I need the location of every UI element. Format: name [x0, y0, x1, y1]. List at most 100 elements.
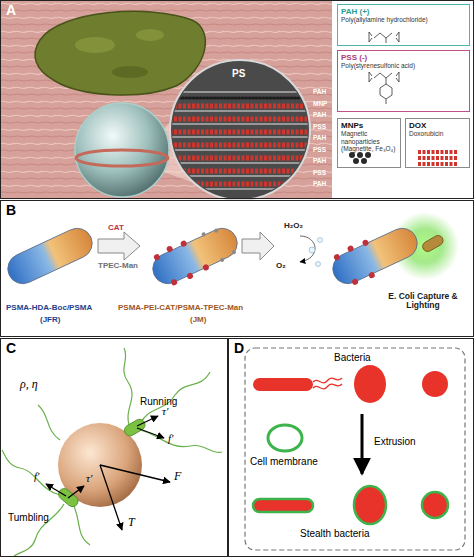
panel-a-art — [76, 150, 168, 166]
panel-b-art — [220, 257, 225, 262]
panel-c-art — [100, 465, 122, 530]
layer-label: PAH — [313, 88, 326, 95]
panel-a-art — [374, 73, 392, 78]
panel-c-art — [140, 372, 210, 424]
material-label: (JM) — [190, 316, 206, 325]
panel-a-art — [165, 169, 315, 174]
layer-label: PAH — [313, 180, 326, 187]
panel-a-art — [35, 11, 205, 95]
reagent-label: CAT — [108, 224, 124, 233]
layer-label: PSS — [313, 146, 326, 153]
panel-d-art — [313, 384, 342, 389]
panel-b-art — [3, 223, 97, 288]
panel-b-art — [300, 236, 315, 262]
panel-b-art — [351, 278, 359, 286]
panel-b-art — [368, 271, 376, 279]
panel-b-art — [152, 234, 210, 289]
panel-d-art — [422, 492, 448, 518]
panel-a-art — [165, 175, 315, 176]
panel-a-art — [365, 152, 371, 158]
legend-description: Magnetic nanoparticles (Magnetite, Fe₃O₄… — [341, 130, 397, 152]
panel-c-art — [137, 416, 158, 426]
panel-b-art — [362, 239, 370, 247]
reagent-label: TPEC-Man — [98, 262, 138, 271]
panel-a-art — [0, 0, 458, 200]
panel-a-art — [165, 156, 315, 161]
panel-b-art — [98, 232, 140, 260]
layer-label: PAH — [313, 134, 326, 141]
panel-a-art — [369, 72, 399, 104]
panel-b-art — [326, 219, 424, 292]
panel-a-art — [386, 38, 387, 43]
panel-b-art — [214, 228, 219, 233]
mode-label: Running — [140, 396, 177, 407]
panel-a-art — [165, 123, 315, 124]
panel-b-art — [148, 223, 242, 288]
panel-d-art — [245, 348, 465, 550]
panel-frame — [1, 1, 474, 199]
panel-a-art — [165, 162, 315, 163]
panel-a-art — [165, 188, 315, 189]
material-label: (JFR) — [40, 316, 60, 325]
legend-box: MNPsMagnetic nanoparticles (Magnetite, F… — [337, 118, 401, 168]
material-label: PSMA-HDA-Boc/PSMA — [6, 304, 92, 313]
group-label: Bacteria — [334, 352, 371, 363]
panel-a-art — [165, 136, 315, 137]
panel-b-art — [333, 253, 341, 261]
component-label: Cell membrane — [250, 456, 318, 467]
panel-b-art — [242, 232, 274, 260]
panel-c-art — [46, 484, 66, 496]
symbol-label: f′ — [34, 470, 39, 482]
symbol-label: T — [128, 516, 135, 529]
panel-b-art — [421, 234, 445, 254]
panel-d-art — [253, 499, 313, 512]
symbol-label: ρ, η — [20, 378, 38, 391]
panel-a-art — [380, 84, 392, 99]
panel-frame — [1, 339, 228, 557]
layer-label: PSS — [313, 169, 326, 176]
legend-description: Doxorubicin — [409, 130, 466, 137]
panel-a-art — [165, 182, 315, 187]
panel-c-art — [2, 348, 222, 556]
legend-heading: DOX — [409, 121, 466, 130]
panel-b-art — [166, 245, 174, 253]
panel-a-art — [418, 162, 458, 166]
panel-b-art — [309, 238, 323, 267]
panel-d-art — [354, 486, 386, 524]
panel-a-art — [165, 117, 315, 122]
panel-b-art — [202, 263, 210, 271]
panel-frame — [1, 201, 474, 337]
panel-a-art — [165, 91, 315, 92]
panel-a-art — [396, 32, 399, 42]
panel-c-art — [72, 502, 90, 545]
panel-a-art — [165, 97, 315, 100]
panel-c-art — [100, 465, 170, 482]
panel-c-art — [2, 450, 60, 495]
process-label: Extrusion — [374, 436, 416, 447]
layer-label: PAH — [313, 111, 326, 118]
panel-d-art — [361, 414, 364, 474]
panel-b-art — [146, 219, 244, 292]
panel-b-art — [180, 240, 188, 248]
panel-letter: D — [234, 341, 244, 356]
panel-a-art — [165, 92, 315, 189]
panel-b-art — [332, 238, 383, 289]
panel-c-art — [122, 417, 147, 438]
panel-b-art — [186, 272, 194, 280]
panel-d-art — [422, 371, 448, 397]
panel-b-art — [201, 223, 238, 265]
panel-b-art — [421, 234, 445, 254]
panel-a-art — [112, 66, 148, 78]
panel-d-art — [354, 365, 386, 403]
legend-heading: PSS (-) — [341, 53, 466, 62]
panel-letter: B — [6, 203, 16, 218]
panel-d-art — [245, 348, 465, 550]
panel-c-art — [38, 405, 60, 440]
symbol-label: τ′ — [162, 405, 168, 417]
legend-description: Poly(styrenesulfonic acid) — [341, 62, 466, 69]
legend-description: Poly(allylamine hydrochloride) — [341, 16, 466, 23]
panel-c-art — [124, 348, 132, 432]
